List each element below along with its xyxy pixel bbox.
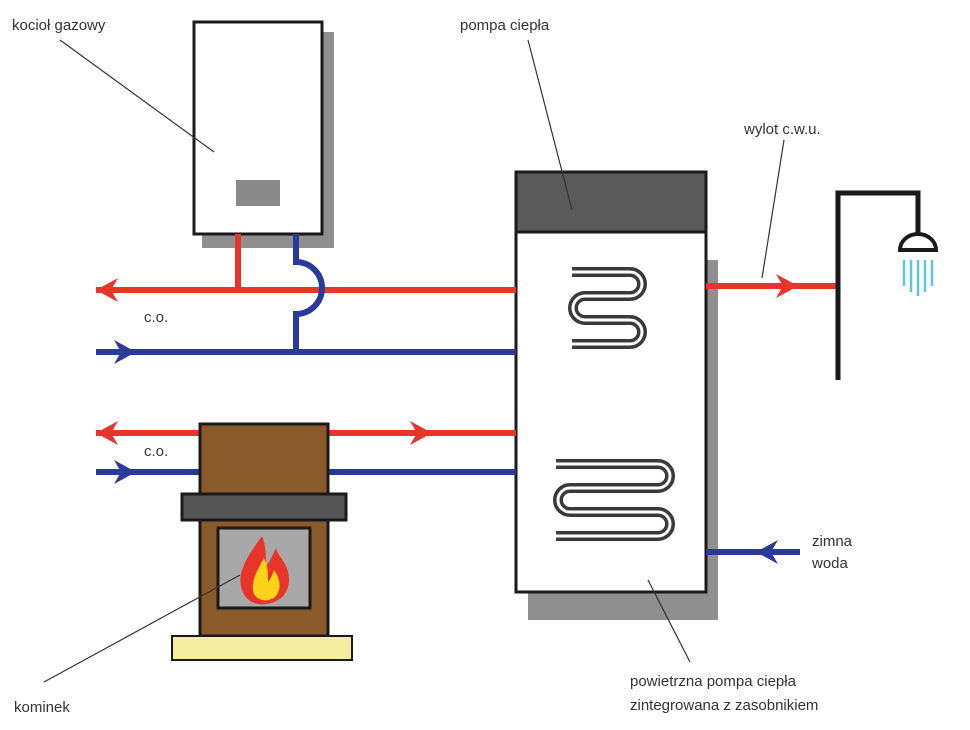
gas-boiler: [192, 20, 334, 248]
hot-water-outlet: [706, 190, 939, 380]
shower-icon: [835, 190, 939, 380]
label-cold-water-2: woda: [811, 555, 849, 572]
label-co-bottom: c.o.: [144, 443, 168, 460]
leader-heat-pump: [527, 39, 573, 211]
label-heat-pump: pompa ciepła: [460, 17, 550, 34]
fireplace: [171, 422, 353, 661]
arrow-left-icon: [96, 421, 118, 445]
boiler-cold-riser: [293, 234, 325, 352]
shower-water: [902, 260, 934, 296]
shower-head: [897, 232, 939, 252]
leader-fireplace: [43, 574, 241, 683]
arrow-left-icon: [756, 540, 778, 564]
label-co-top: c.o.: [144, 309, 168, 326]
label-fireplace: kominek: [14, 699, 70, 716]
leader-hot-water: [761, 139, 785, 279]
label-air-heat-pump-1: powietrzna pompa ciepła: [630, 673, 797, 690]
shower-pipe: [835, 190, 921, 380]
heat-pump-tank: [514, 170, 718, 620]
fireplace-base: [171, 635, 353, 661]
label-hot-water-outlet: wylot c.w.u.: [743, 121, 821, 138]
fireplace-mantle: [180, 492, 348, 522]
arrow-left-icon: [96, 278, 118, 302]
tank-top-unit: [514, 170, 708, 234]
arrow-right-icon: [410, 421, 432, 445]
cold-water-inlet: [706, 540, 800, 564]
gas-boiler-display: [236, 180, 280, 206]
arrow-right-icon: [114, 340, 136, 364]
leader-gas-boiler: [59, 39, 215, 153]
boiler-pipes: [96, 234, 516, 364]
leader-lines: [43, 39, 785, 683]
label-gas-boiler: kocioł gazowy: [12, 17, 106, 34]
leader-air-heat-pump: [647, 579, 691, 663]
label-air-heat-pump-2: zintegrowana z zasobnikiem: [630, 697, 818, 714]
arrow-right-icon: [114, 460, 136, 484]
label-cold-water-1: zimna: [812, 533, 853, 550]
fireplace-chimney: [198, 422, 330, 498]
arrow-right-icon: [776, 274, 798, 298]
